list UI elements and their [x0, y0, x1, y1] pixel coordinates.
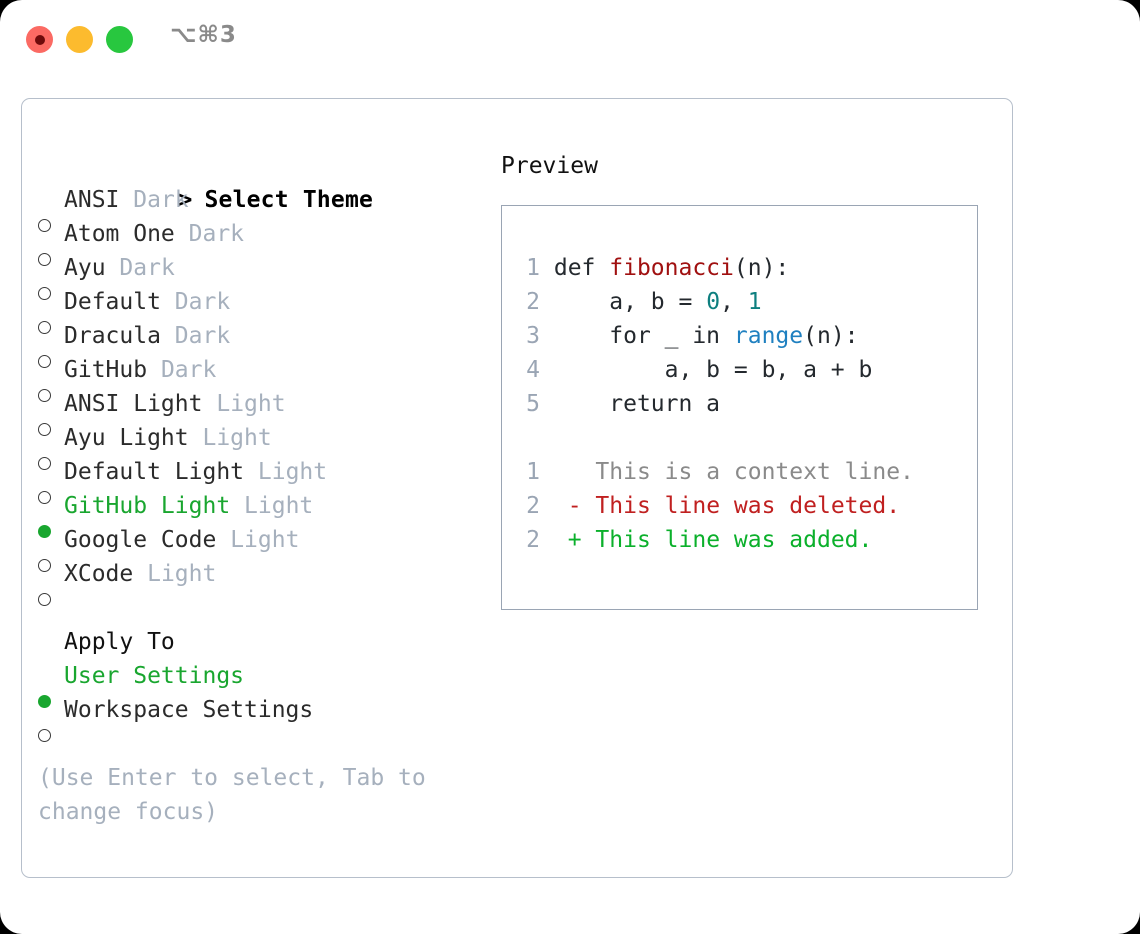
shortcut-label: ⌥⌘3 [170, 22, 237, 48]
code-line-number: 3 [526, 323, 540, 349]
theme-option-tag: Dark [174, 289, 231, 315]
code-line: 4 a, b = b, a + b [518, 353, 969, 387]
theme-option-tag: Dark [133, 187, 189, 213]
apply-to-header: Apply To [64, 629, 175, 655]
theme-option-default-light[interactable]: Default Light Light [38, 455, 488, 504]
apply-to-option-label: User Settings [64, 663, 245, 689]
code-token: a, b = b, a + b [553, 357, 873, 383]
theme-option-github-light[interactable]: GitHub Light Light [38, 489, 488, 538]
theme-option-atom-one[interactable]: Atom One Dark [38, 217, 488, 266]
theme-option-label: Atom One [64, 221, 175, 247]
code-token: fibonacci [609, 255, 734, 281]
code-line-number: 4 [526, 357, 540, 383]
code-token: (n): [803, 323, 859, 349]
theme-option-tag: Light [216, 391, 286, 417]
diff-line: 2 + This line was added. [518, 523, 969, 557]
theme-option-label: Ayu Light [64, 425, 189, 451]
theme-option-default[interactable]: Default Dark [38, 285, 488, 334]
theme-option-tag: Light [257, 459, 328, 485]
theme-option-tag: Light [244, 493, 314, 519]
diff-sample: 1 This is a context line.2 - This line w… [518, 455, 969, 557]
theme-option-label: Google Code [64, 527, 217, 553]
theme-option-github[interactable]: GitHub Dark [38, 353, 488, 402]
apply-to-option-workspace-settings[interactable]: Workspace Settings [38, 693, 488, 742]
theme-option-ayu[interactable]: Ayu Dark [38, 251, 488, 300]
theme-option-google-code[interactable]: Google Code Light [38, 523, 488, 572]
code-line: 2 a, b = 0, 1 [518, 285, 969, 319]
code-token: def [553, 255, 610, 281]
theme-option-label: GitHub Light [64, 493, 231, 519]
theme-option-ansi-light[interactable]: ANSI Light Light [38, 387, 488, 436]
diff-text: This line was deleted. [595, 493, 901, 519]
theme-option-tag: Light [202, 425, 272, 451]
diff-line-number: 1 [526, 459, 540, 485]
code-token: 1 [747, 289, 762, 315]
diff-text: This line was added. [595, 527, 873, 553]
code-diff-spacer [518, 421, 969, 455]
code-line: 5 return a [518, 387, 969, 421]
code-line: 3 for _ in range(n): [518, 319, 969, 353]
code-line-number: 1 [526, 255, 540, 281]
select-theme-header: > Select Theme [38, 149, 488, 213]
code-token: , [720, 289, 748, 315]
code-token: 0 [706, 289, 721, 315]
diff-marker: - [567, 493, 582, 519]
code-line-number: 5 [526, 391, 540, 417]
preview-column: Preview 1 def fibonacci(n):2 a, b = 0, 1… [501, 149, 1001, 610]
theme-option-tag: Dark [119, 255, 175, 281]
apply-to-option-label: Workspace Settings [64, 697, 314, 723]
theme-option-tag: Dark [188, 221, 245, 247]
code-token: return a [553, 391, 721, 417]
diff-line: 2 - This line was deleted. [518, 489, 969, 523]
minimize-button[interactable] [66, 26, 93, 53]
theme-option-xcode[interactable]: XCode Light [38, 557, 488, 606]
caret-icon: > [178, 187, 193, 213]
preview-title: Preview [501, 153, 598, 179]
theme-option-tag: Dark [174, 323, 231, 349]
recording-indicator-icon [34, 34, 45, 45]
theme-option-label: Ayu [64, 255, 106, 281]
theme-option-ayu-light[interactable]: Ayu Light Light [38, 421, 488, 470]
theme-option-label: ANSI Light [64, 391, 203, 417]
theme-option-tag: Dark [160, 357, 217, 383]
code-token: for _ in [553, 323, 734, 349]
zoom-button[interactable] [106, 26, 133, 53]
title-bar: ⌥⌘3 [0, 0, 1140, 78]
diff-line-number: 2 [526, 527, 540, 553]
diff-line-number: 2 [526, 493, 540, 519]
theme-option-dracula[interactable]: Dracula Dark [38, 319, 488, 368]
theme-option-tag: Light [147, 561, 217, 587]
diff-marker [568, 459, 582, 485]
section-spacer [38, 591, 488, 625]
theme-option-label: Default [64, 289, 161, 315]
theme-option-label: ANSI [64, 187, 120, 213]
theme-option-label: Dracula [64, 323, 161, 349]
select-theme-header-label: Select Theme [204, 187, 374, 213]
code-token: (n): [733, 255, 790, 281]
code-line: 1 def fibonacci(n): [518, 251, 969, 285]
diff-marker: + [567, 527, 582, 553]
keyboard-hint: (Use Enter to select, Tab to change focu… [38, 765, 440, 825]
theme-option-label: GitHub [64, 357, 148, 383]
code-line-number: 2 [526, 289, 540, 315]
theme-option-ansi[interactable]: ANSI Dark [38, 183, 488, 232]
diff-line: 1 This is a context line. [518, 455, 969, 489]
code-token: range [733, 323, 804, 349]
close-button[interactable] [26, 26, 53, 53]
theme-option-tag: Light [230, 527, 300, 553]
code-token: a, b = [553, 289, 707, 315]
theme-option-label: XCode [64, 561, 134, 587]
theme-option-label: Default Light [64, 459, 245, 485]
diff-text: This is a context line. [595, 459, 914, 485]
apply-to-option-user-settings[interactable]: User Settings [38, 659, 488, 708]
